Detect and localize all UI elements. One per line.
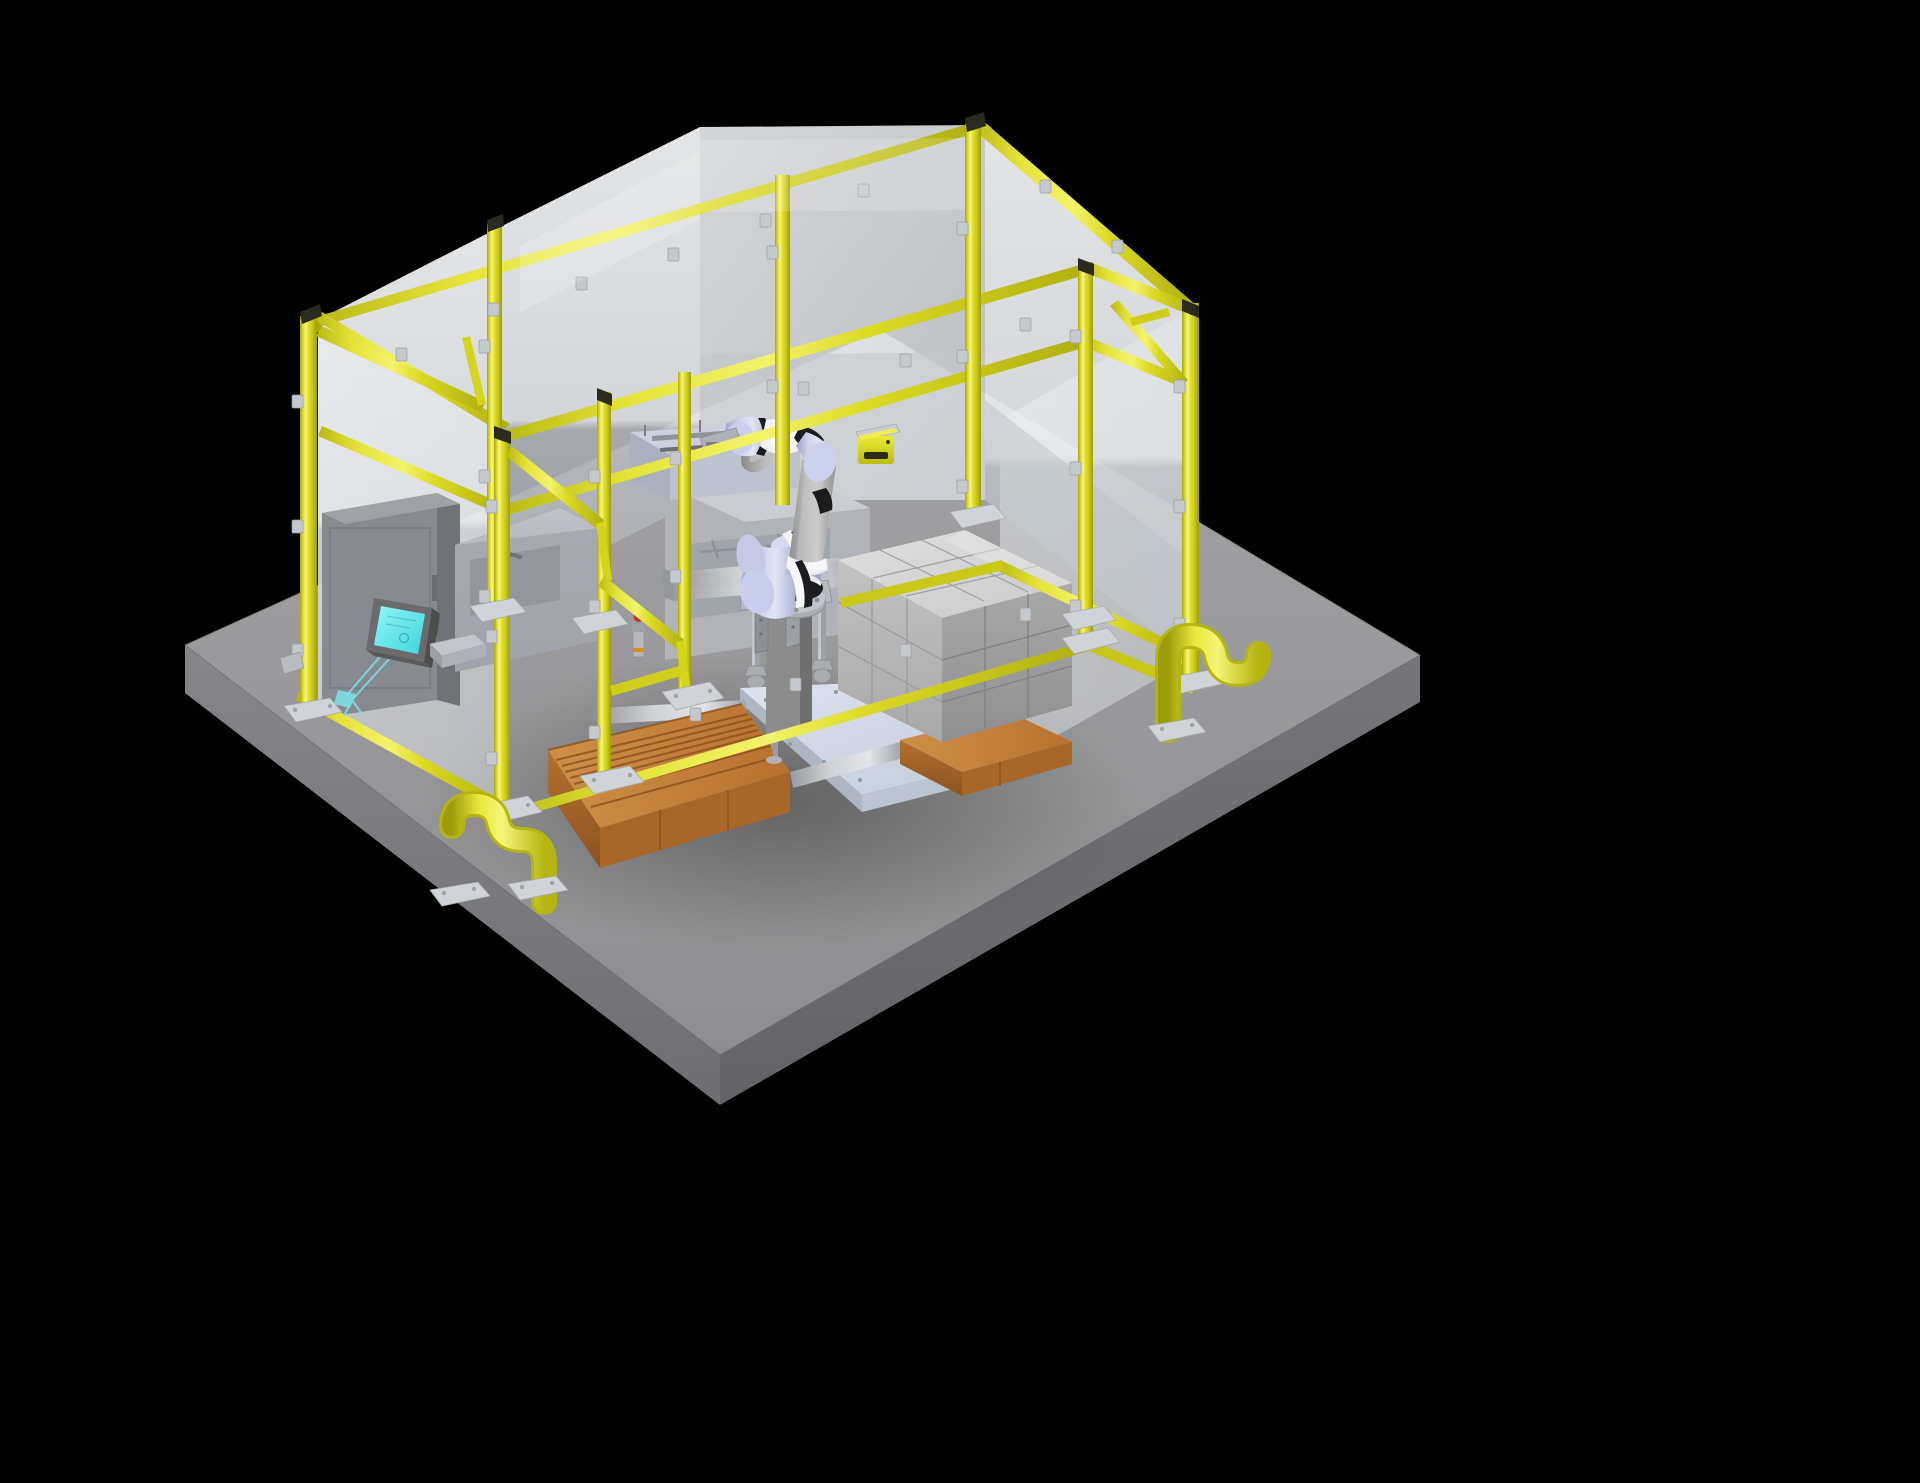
brace-inner-diag[interactable]	[598, 576, 684, 650]
pallet-loaded-deck	[900, 712, 1072, 772]
post-back-center[interactable]	[775, 175, 790, 505]
air-regulator	[632, 612, 645, 658]
rail-top-front-right[interactable]	[500, 262, 1096, 442]
brace-back-left-v[interactable]	[462, 336, 486, 406]
scanner-window	[864, 452, 888, 459]
brace-inner-h[interactable]	[610, 664, 688, 696]
pallet-loaded	[900, 712, 1072, 796]
rail-top-right-corner[interactable]	[1084, 262, 1196, 315]
rail-top-back-right[interactable]	[972, 120, 1196, 313]
rail-bottom-front[interactable]	[500, 640, 1092, 822]
rail-top-back-left[interactable]	[312, 120, 992, 326]
hmi-screen[interactable]	[374, 606, 425, 654]
frame-end-caps	[300, 112, 1199, 444]
bollard-front	[429, 791, 569, 915]
rail-mid-front[interactable]	[500, 336, 1090, 516]
safety-scanner[interactable]	[855, 423, 901, 464]
rail-mid-right[interactable]	[1082, 336, 1192, 390]
floor-details	[279, 633, 487, 675]
post-front-left[interactable]	[494, 430, 510, 818]
pallet-loaded-front	[900, 740, 962, 796]
glass-highlights	[520, 138, 965, 312]
hmi-arm-base	[334, 690, 356, 708]
rail-mid-left[interactable]	[318, 426, 508, 516]
cobot-arm	[699, 416, 837, 619]
hmi-knob-icon	[398, 632, 410, 644]
post-back-right[interactable]	[965, 124, 981, 524]
post-right-mid[interactable]	[1078, 262, 1093, 648]
brace-right-h[interactable]	[1130, 308, 1170, 326]
pallet-loaded-side	[962, 742, 1072, 796]
brace-front-left-v[interactable]	[596, 522, 612, 582]
bollard-right	[1147, 588, 1271, 743]
cobot-joint-elbow	[739, 560, 813, 619]
post-right-corner[interactable]	[1182, 303, 1199, 689]
rail-bottom-left[interactable]	[296, 690, 504, 812]
carton-stack-side	[942, 583, 1072, 742]
brace-right-diag[interactable]	[1110, 300, 1188, 386]
rail-low-right-b[interactable]	[840, 560, 1004, 608]
pallet-empty-front	[548, 750, 600, 868]
hmi-pendant[interactable]	[334, 598, 440, 717]
brace-front-left-diag[interactable]	[506, 446, 604, 530]
post-left-corner[interactable]	[300, 316, 317, 716]
pallet-empty-side	[600, 772, 790, 868]
brace-back-left-diag[interactable]	[316, 326, 486, 412]
frame-brackets	[291, 179, 1186, 766]
